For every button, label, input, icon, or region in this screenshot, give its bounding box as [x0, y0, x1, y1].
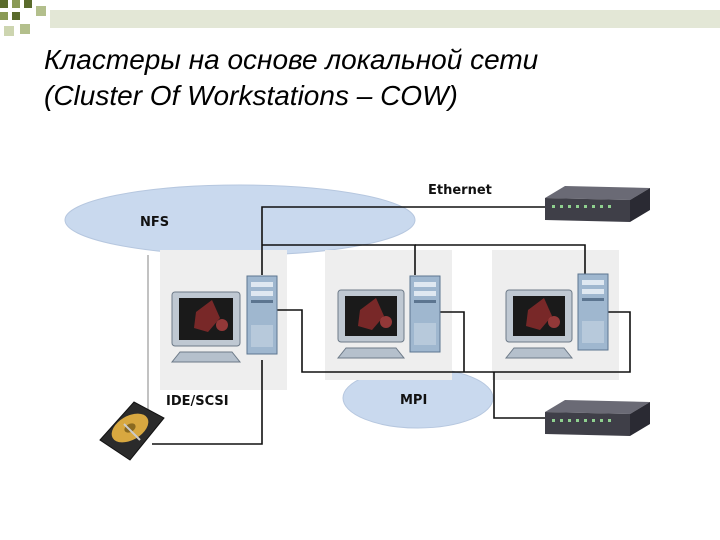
workstation-3	[504, 273, 609, 359]
corner-square	[4, 26, 14, 36]
corner-square	[24, 0, 32, 8]
mpi-switch	[545, 400, 650, 436]
title-line-1: Кластеры на основе локальной сети	[44, 44, 539, 75]
corner-square	[20, 24, 30, 34]
hard-disk-icon	[99, 401, 165, 461]
slide-title: Кластеры на основе локальной сети (Clust…	[44, 42, 704, 114]
corner-square	[36, 6, 46, 16]
ethernet-cabling	[261, 206, 586, 275]
title-line-2: (Cluster Of Workstations – COW)	[44, 80, 458, 111]
ethernet-label: Ethernet	[428, 183, 492, 198]
corner-square	[12, 12, 20, 20]
workstation-1	[170, 275, 278, 363]
monitor-icon	[336, 289, 406, 359]
corner-pattern	[0, 0, 720, 36]
corner-square	[12, 0, 20, 8]
computer-tower-icon	[246, 275, 278, 355]
workstation-2	[336, 275, 441, 359]
storage-label: IDE/SCSI	[166, 394, 229, 409]
monitor-icon	[504, 289, 574, 359]
computer-tower-icon	[577, 273, 609, 351]
computer-tower-icon	[409, 275, 441, 353]
storage-cabling	[147, 255, 263, 445]
mpi-cabling	[276, 309, 631, 419]
corner-square	[0, 0, 8, 8]
ethernet-switch	[545, 186, 650, 222]
nfs-label: NFS	[140, 215, 169, 230]
mpi-label: MPI	[400, 393, 427, 408]
monitor-icon	[170, 291, 242, 363]
corner-bar	[50, 10, 720, 28]
corner-square	[0, 12, 8, 20]
